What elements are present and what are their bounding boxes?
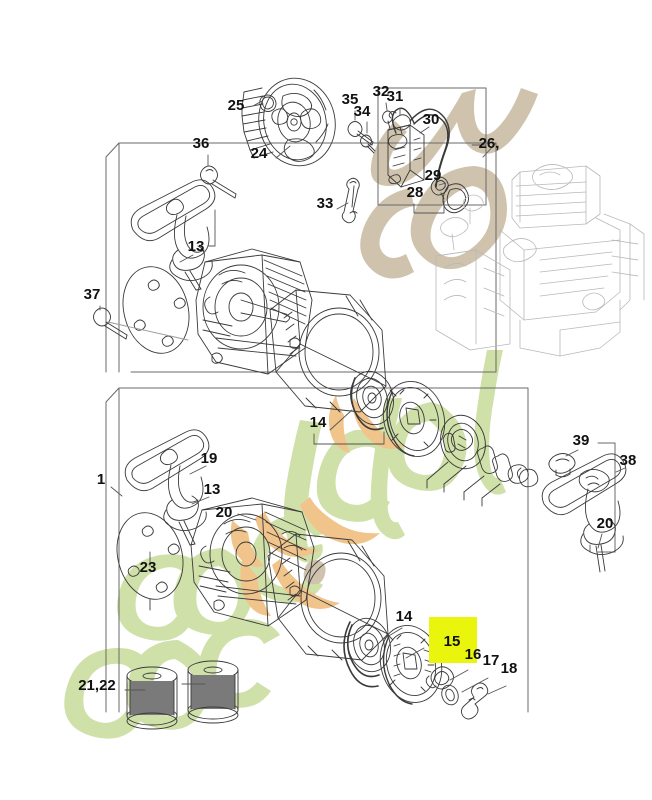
ignition-module-panel (377, 87, 487, 206)
callout-37: 37 (84, 286, 101, 303)
callout-34: 34 (354, 103, 371, 120)
flywheel-part-24 (241, 77, 336, 167)
bolt-part-34 (360, 134, 376, 154)
starter-handle-lower (124, 429, 210, 546)
callout-19: 19 (201, 450, 218, 467)
callout-39: 39 (573, 432, 590, 449)
callout-30: 30 (423, 111, 440, 128)
callout-28: 28 (407, 184, 424, 201)
callout-18: 18 (501, 660, 518, 677)
rope-rotor-upper (350, 370, 394, 431)
starter-handle-upper (130, 179, 216, 291)
callout-15: 15 (444, 633, 461, 650)
clutch-parts-upper (426, 414, 539, 507)
pawl-plate-part-23 (116, 512, 184, 611)
callout-1: 1 (97, 471, 105, 488)
lower-assembly-panel (105, 387, 529, 713)
callout-17: 17 (483, 652, 500, 669)
rope-spool-part-22 (187, 660, 239, 724)
callout-21-22: 21,22 (78, 677, 116, 694)
callout-20b: 20 (597, 515, 614, 532)
upper-assembly-panel (105, 142, 497, 373)
callout-leader-lines (99, 100, 626, 691)
nut-part-25 (259, 94, 277, 112)
bolt-part-37 (93, 307, 128, 340)
terminal-part-32 (382, 110, 393, 130)
clutch-drum-upper (382, 381, 446, 457)
callout-23: 23 (140, 559, 157, 576)
spring-clip-part-18 (460, 682, 489, 720)
pawl-plate-upper (122, 266, 190, 354)
callout-20a: 20 (216, 504, 233, 521)
engine-block-reference (435, 164, 645, 357)
fan-cover-lower (267, 533, 389, 661)
callout-32: 32 (373, 83, 390, 100)
highlight-box-part-15[interactable] (429, 617, 477, 663)
callout-29: 29 (425, 167, 442, 184)
callout-16: 16 (465, 646, 482, 663)
cap-part-39 (548, 453, 576, 478)
callout-35: 35 (342, 91, 359, 108)
starter-housing-upper (195, 248, 313, 375)
callout-14a: 14 (310, 414, 327, 431)
lever-part-33 (341, 177, 360, 224)
rope-rotor-part-14 (343, 617, 391, 688)
callout-26: 26, (479, 135, 500, 152)
bolt-part-35 (347, 121, 374, 146)
starter-housing-part-20 (190, 497, 315, 627)
callout-13a: 13 (188, 238, 205, 255)
fan-cover-upper (269, 289, 387, 413)
callout-36: 36 (193, 135, 210, 152)
ht-lead-part-30 (388, 107, 450, 188)
spark-plug-part-28 (442, 183, 469, 214)
callout-25: 25 (228, 97, 245, 114)
callout-13b: 13 (204, 481, 221, 498)
washer-part-17 (441, 684, 459, 706)
rope-spool-part-21 (126, 666, 178, 730)
callout-14b: 14 (396, 608, 413, 625)
callout-38: 38 (620, 452, 637, 469)
callout-31: 31 (387, 88, 404, 105)
handle-assembly-part-20-right (541, 453, 627, 573)
callout-leaders-16-17-18 (449, 669, 507, 695)
bolt-part-36 (200, 165, 237, 199)
callout-24: 24 (251, 145, 268, 162)
callout-33: 33 (317, 195, 334, 212)
